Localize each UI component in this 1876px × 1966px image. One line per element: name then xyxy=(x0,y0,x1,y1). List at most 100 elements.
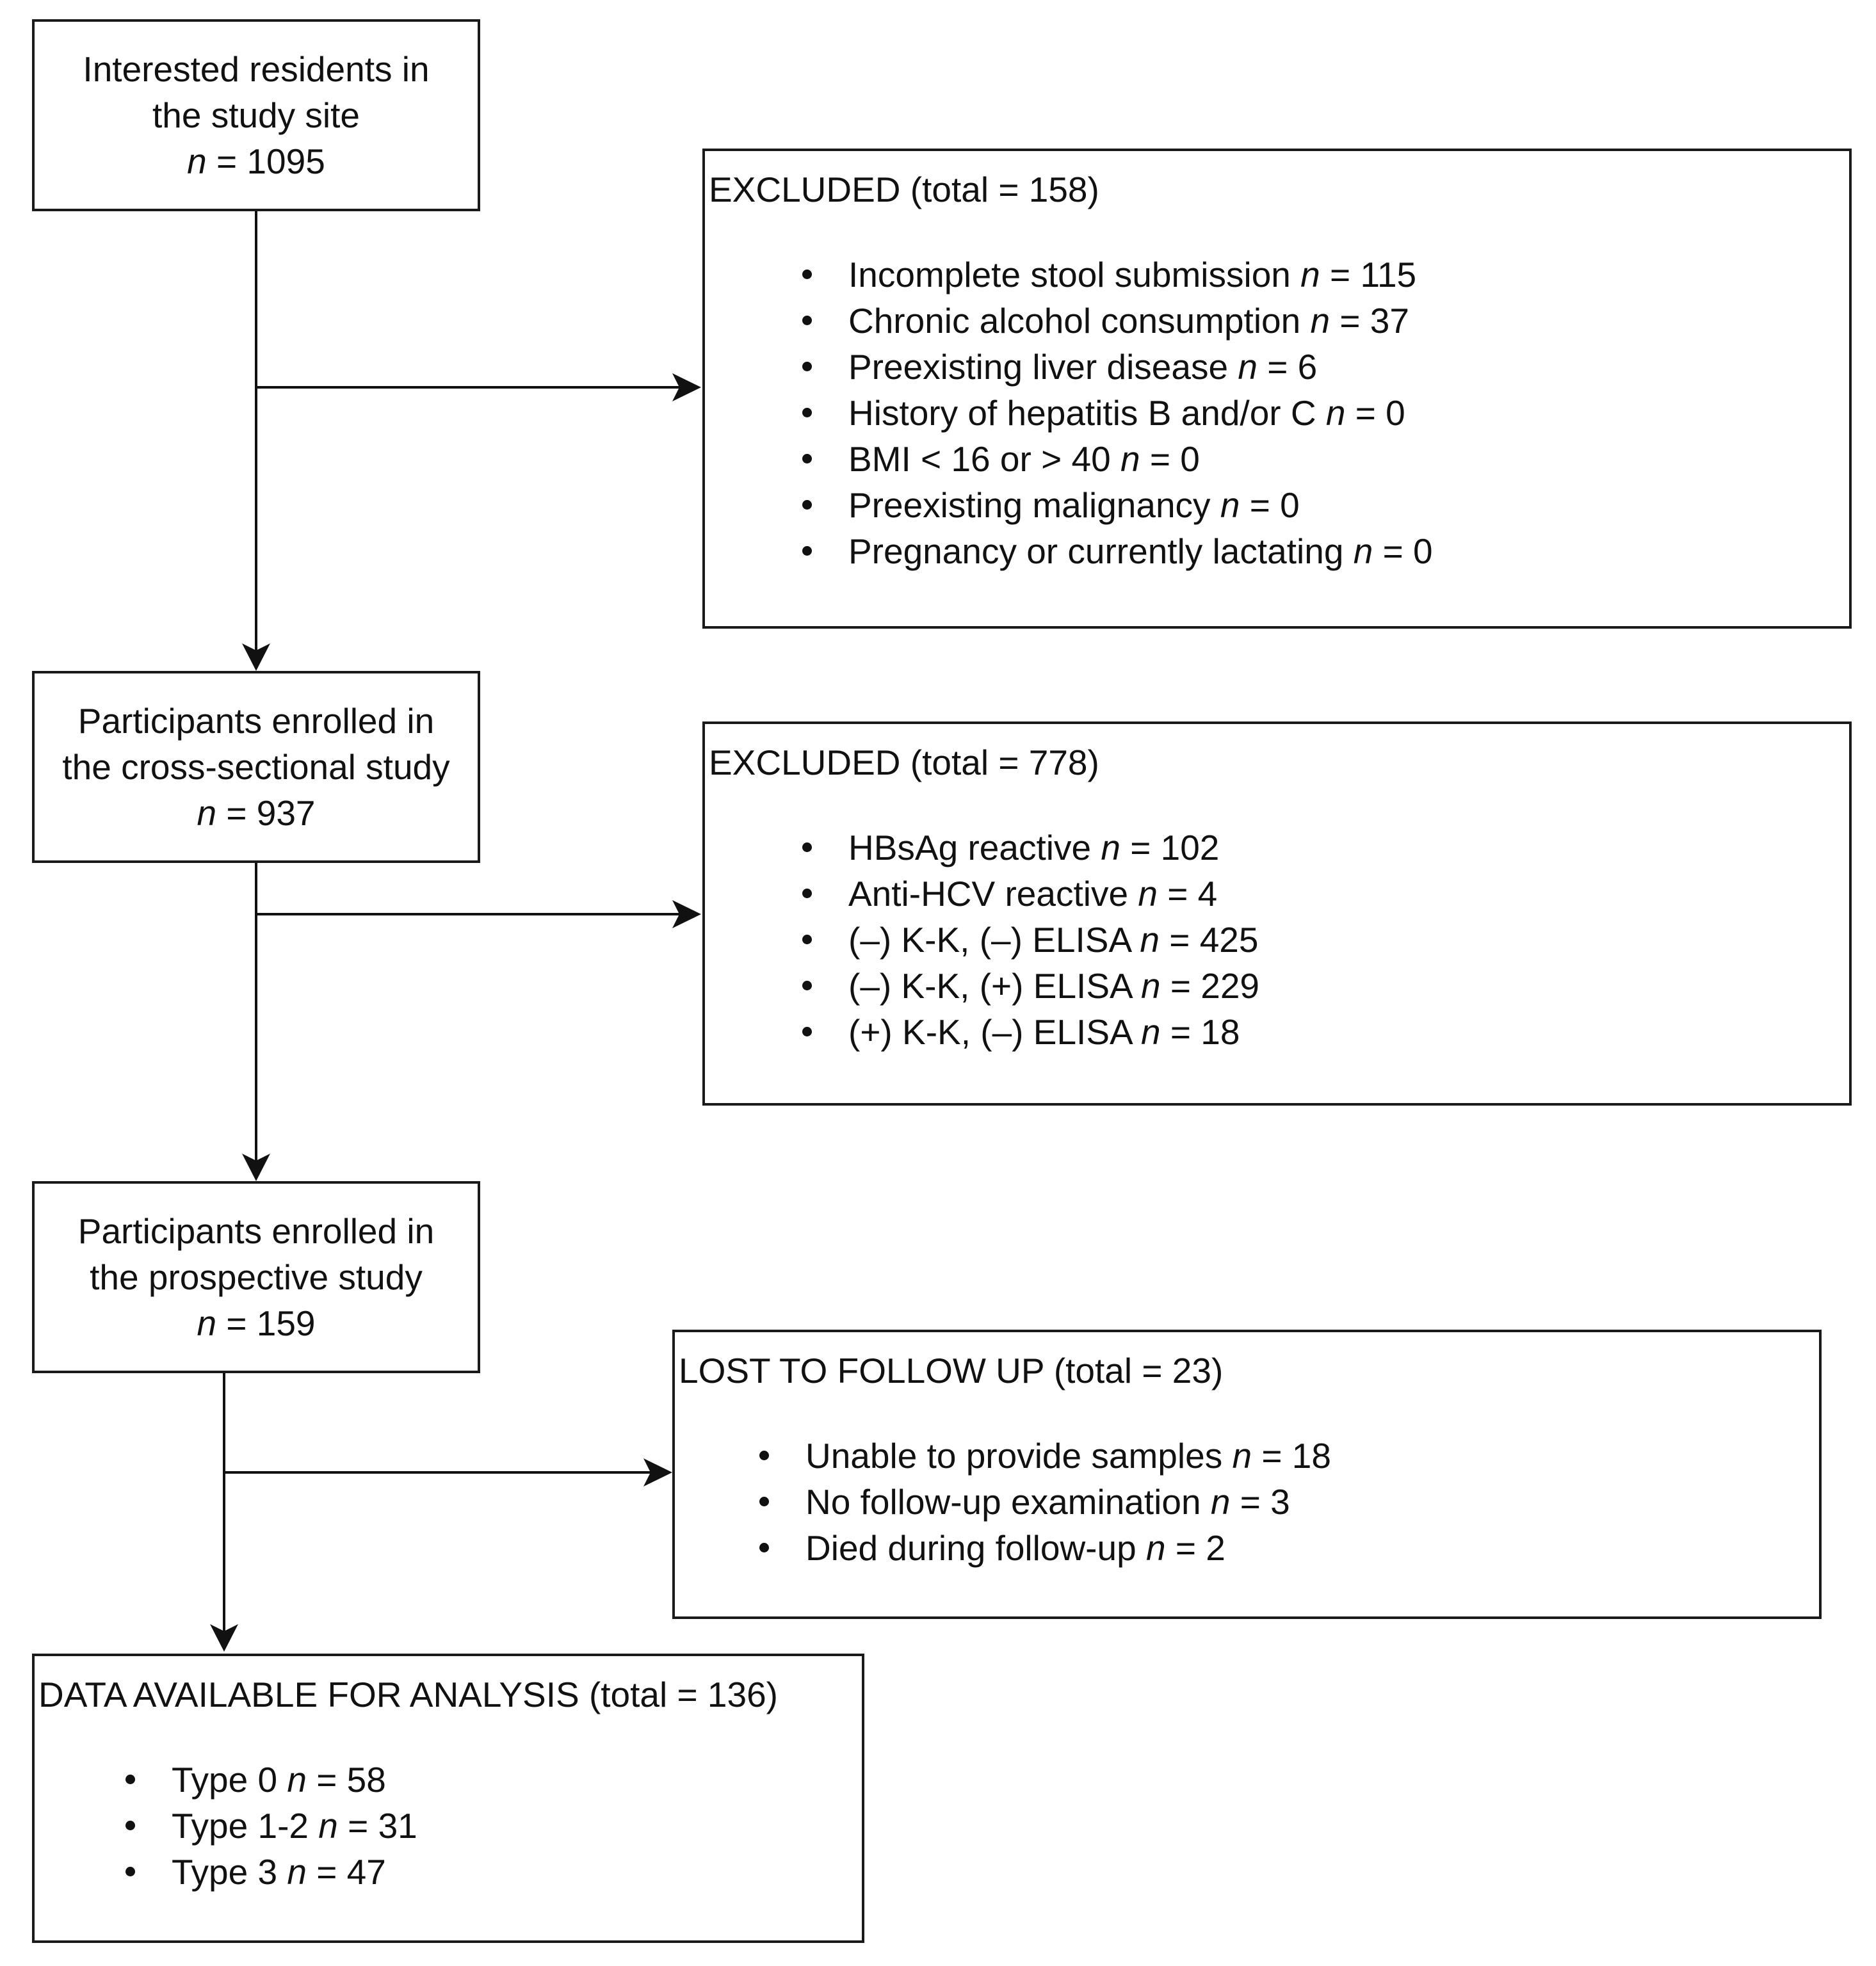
item-label: Died during follow-up xyxy=(805,1528,1146,1568)
item-n-symbol: n xyxy=(287,1852,307,1892)
item-value: = 31 xyxy=(337,1806,417,1846)
item-value: = 47 xyxy=(306,1852,386,1892)
bullet-icon xyxy=(802,935,812,944)
arrowhead-down-2 xyxy=(242,1154,270,1181)
list-item: Died during follow-up n = 2 xyxy=(752,1525,1331,1571)
item-label: Type 0 xyxy=(172,1760,287,1800)
bullet-icon xyxy=(802,408,812,417)
arrowhead-down-3 xyxy=(210,1624,238,1652)
item-n-symbol: n xyxy=(1232,1436,1252,1476)
item-n-symbol: n xyxy=(1310,301,1330,341)
item-n-symbol: n xyxy=(287,1760,307,1800)
item-n-symbol: n xyxy=(1210,1482,1231,1522)
item-label: (+) K-K, (–) ELISA xyxy=(848,1012,1141,1052)
item-value: = 18 xyxy=(1160,1012,1240,1052)
prospective-line-1: Participants enrolled in xyxy=(77,1211,435,1251)
prospective-n-value: = 159 xyxy=(216,1303,316,1343)
arrowhead-down-1 xyxy=(242,643,270,671)
item-value: = 0 xyxy=(1140,439,1200,479)
list-item: Unable to provide samples n = 18 xyxy=(752,1433,1331,1479)
lost-list: Unable to provide samples n = 18 No foll… xyxy=(752,1433,1331,1571)
item-label: HBsAg reactive xyxy=(848,828,1101,867)
item-label: (–) K-K, (+) ELISA xyxy=(848,966,1141,1006)
item-value: = 115 xyxy=(1320,255,1417,294)
item-value: = 4 xyxy=(1157,874,1218,914)
residents-count: n = 1095 xyxy=(187,138,325,184)
excluded-box-1: EXCLUDED (total = 158) Incomplete stool … xyxy=(702,149,1852,629)
item-n-symbol: n xyxy=(1140,1012,1161,1052)
item-label: (–) K-K, (–) ELISA xyxy=(848,920,1140,960)
list-item: Preexisting malignancy n = 0 xyxy=(795,482,1433,528)
item-label: History of hepatitis B and/or C xyxy=(848,393,1326,433)
residents-line-1: Interested residents in xyxy=(83,49,430,89)
item-value: = 0 xyxy=(1373,531,1433,571)
item-value: = 0 xyxy=(1240,485,1300,525)
item-n-symbol: n xyxy=(1220,485,1240,525)
bullet-icon xyxy=(125,1775,135,1784)
list-item: Type 0 n = 58 xyxy=(118,1757,417,1803)
lost-to-follow-up-box: LOST TO FOLLOW UP (total = 23) Unable to… xyxy=(672,1330,1822,1619)
list-item: (+) K-K, (–) ELISA n = 18 xyxy=(795,1009,1259,1055)
item-value: = 58 xyxy=(306,1760,386,1800)
list-item: BMI < 16 or > 40 n = 0 xyxy=(795,436,1433,482)
cross-sectional-line-1: Participants enrolled in xyxy=(77,701,435,741)
excluded-1-list: Incomplete stool submission n = 115 Chro… xyxy=(795,252,1433,574)
item-n-symbol: n xyxy=(1145,1528,1166,1568)
lost-title: LOST TO FOLLOW UP (total = 23) xyxy=(679,1351,1224,1390)
list-item: Type 3 n = 47 xyxy=(118,1849,417,1895)
bullet-icon xyxy=(802,842,812,852)
item-n-symbol: n xyxy=(1120,439,1140,479)
item-label: No follow-up examination xyxy=(805,1482,1211,1522)
prospective-n-symbol: n xyxy=(197,1303,217,1343)
arrowhead-right-1 xyxy=(672,373,701,401)
list-item: (–) K-K, (–) ELISA n = 425 xyxy=(795,917,1259,963)
item-value: = 37 xyxy=(1330,301,1409,341)
list-item: Preexisting liver disease n = 6 xyxy=(795,344,1433,390)
excluded-2-list: HBsAg reactive n = 102 Anti-HCV reactive… xyxy=(795,825,1259,1055)
bullet-icon xyxy=(125,1867,135,1876)
excluded-box-2: EXCLUDED (total = 778) HBsAg reactive n … xyxy=(702,721,1852,1106)
item-n-symbol: n xyxy=(1238,347,1257,387)
item-label: Anti-HCV reactive xyxy=(848,874,1138,914)
list-item: Type 1-2 n = 31 xyxy=(118,1803,417,1849)
item-n-symbol: n xyxy=(1300,255,1320,294)
bullet-icon xyxy=(802,889,812,898)
arrowhead-right-3 xyxy=(643,1458,672,1487)
bullet-icon xyxy=(802,454,812,463)
item-n-symbol: n xyxy=(1353,531,1373,571)
item-n-symbol: n xyxy=(1101,828,1120,867)
list-item: Anti-HCV reactive n = 4 xyxy=(795,871,1259,917)
item-label: BMI < 16 or > 40 xyxy=(848,439,1120,479)
list-item: (–) K-K, (+) ELISA n = 229 xyxy=(795,963,1259,1009)
item-label: Unable to provide samples xyxy=(805,1436,1233,1476)
residents-line-2: the study site xyxy=(152,95,360,135)
residents-n-value: = 1095 xyxy=(206,141,325,181)
excluded-2-title: EXCLUDED (total = 778) xyxy=(709,743,1099,782)
bullet-icon xyxy=(802,546,812,556)
item-label: Type 1-2 xyxy=(172,1806,319,1846)
list-item: Pregnancy or currently lactating n = 0 xyxy=(795,528,1433,574)
bullet-icon xyxy=(802,981,812,990)
item-label: Chronic alcohol consumption xyxy=(848,301,1311,341)
list-item: HBsAg reactive n = 102 xyxy=(795,825,1259,871)
bullet-icon xyxy=(802,270,812,279)
item-value: = 2 xyxy=(1165,1528,1225,1568)
analysis-list: Type 0 n = 58 Type 1-2 n = 31 Type 3 n =… xyxy=(118,1757,417,1895)
list-item: No follow-up examination n = 3 xyxy=(752,1479,1331,1525)
excluded-1-title: EXCLUDED (total = 158) xyxy=(709,170,1099,209)
bullet-icon xyxy=(125,1821,135,1830)
cross-sectional-n-symbol: n xyxy=(197,793,217,833)
item-value: = 425 xyxy=(1160,920,1259,960)
item-value: = 0 xyxy=(1345,393,1405,433)
item-value: = 3 xyxy=(1230,1482,1290,1522)
item-label: Pregnancy or currently lactating xyxy=(848,531,1354,571)
bullet-icon xyxy=(759,1497,769,1506)
cross-sectional-n-value: = 937 xyxy=(216,793,316,833)
item-label: Type 3 xyxy=(172,1852,287,1892)
bullet-icon xyxy=(802,1027,812,1036)
cross-sectional-line-2: the cross-sectional study xyxy=(62,747,450,787)
bullet-icon xyxy=(802,362,812,371)
bullet-icon xyxy=(802,500,812,510)
prospective-line-2: the prospective study xyxy=(90,1257,423,1297)
